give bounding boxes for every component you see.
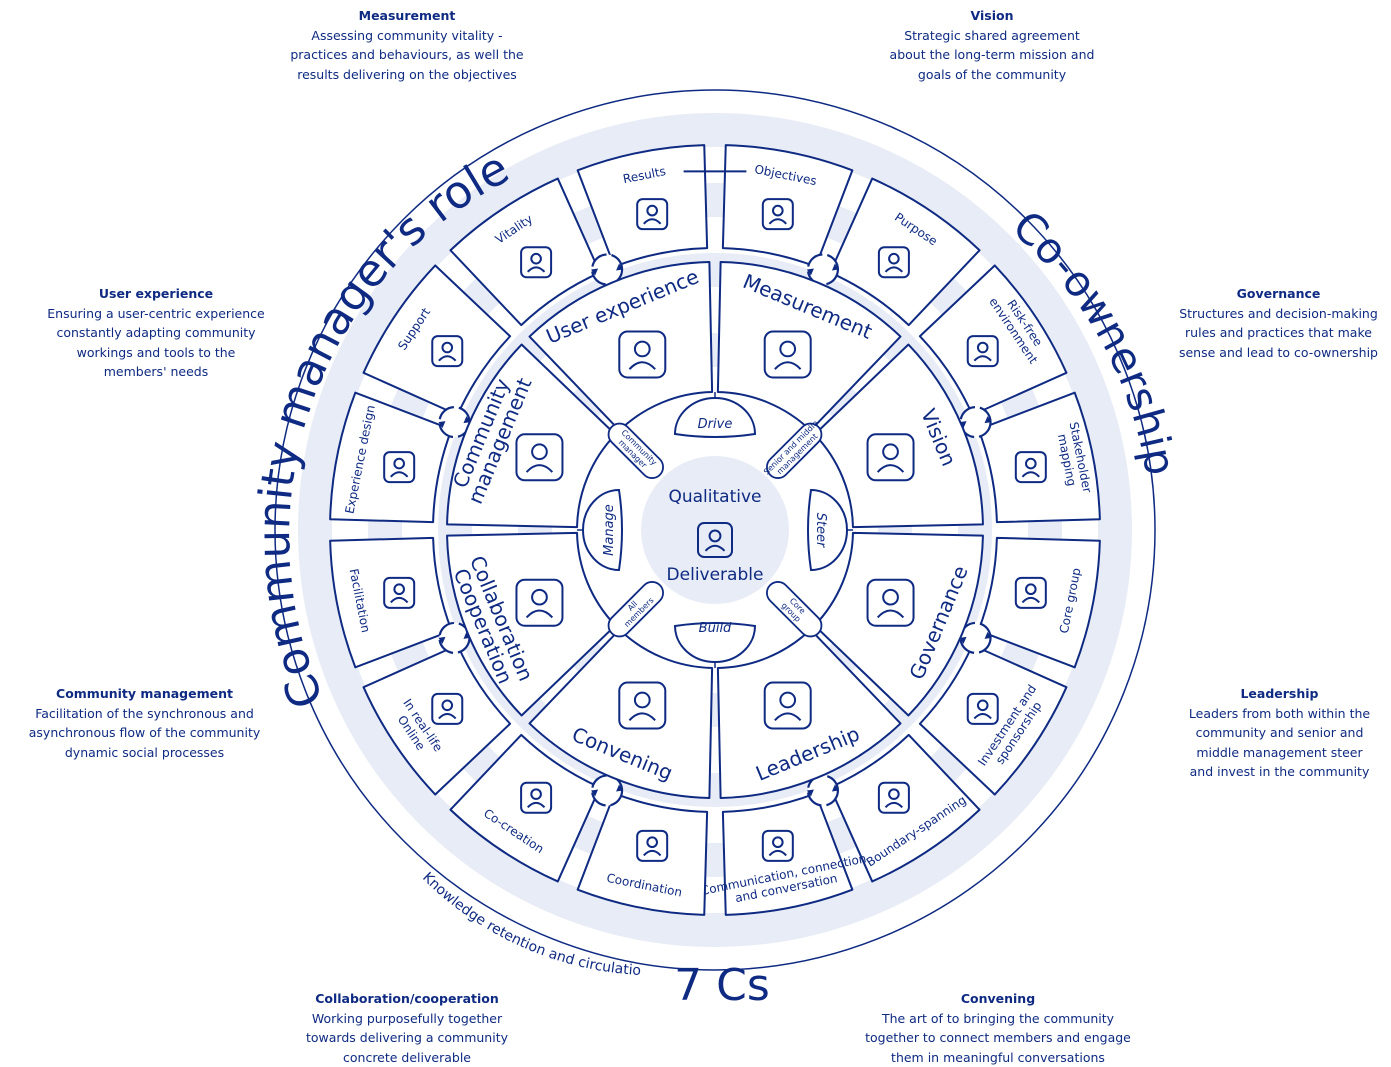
manage-label: Manage (602, 504, 617, 556)
center-top-label: Qualitative (668, 487, 761, 507)
outer-segment-tile (578, 793, 707, 914)
outer-segment[interactable]: Coordination (578, 793, 707, 914)
outer-segment[interactable]: Stakeholdermapping (978, 393, 1099, 522)
outer-segment[interactable]: Facilitation (330, 538, 451, 667)
outer-segment-tile (723, 145, 852, 266)
center-bottom-label: Deliverable (667, 565, 764, 585)
drive-label: Drive (698, 417, 733, 432)
outer-segment[interactable]: Core group (978, 538, 1099, 667)
outer-segment[interactable]: Objectives (723, 145, 852, 266)
manage-crescent[interactable]: Manage (583, 490, 622, 570)
outer-segment[interactable]: Experience design (330, 393, 451, 522)
build-crescent[interactable]: Build (675, 621, 755, 662)
build-label: Build (699, 621, 732, 636)
outer-segment-tile (578, 145, 707, 266)
outer-segment[interactable]: Results (578, 145, 707, 266)
drive-crescent[interactable]: Drive (675, 398, 755, 437)
outer-segment-tile (330, 538, 451, 667)
steer-crescent[interactable]: Steer (808, 490, 847, 570)
steer-label: Steer (813, 513, 828, 549)
seven-cs-title: 7 Cs (674, 960, 770, 1011)
outer-segment-tile (978, 538, 1099, 667)
